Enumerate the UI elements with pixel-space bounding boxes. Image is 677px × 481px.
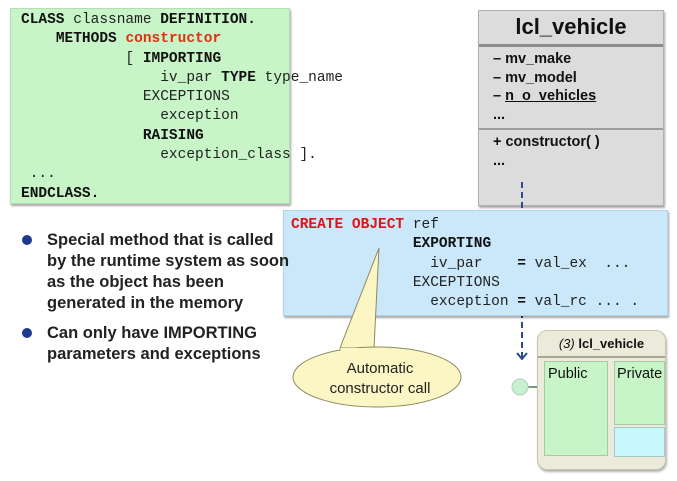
code-keyword: DEFINITION. xyxy=(160,12,256,28)
arrow-down-icon xyxy=(516,352,528,360)
code-line: ... xyxy=(21,165,289,184)
bullet-dot-icon xyxy=(22,235,32,245)
class-definition-code-box: CLASS classname DEFINITION. METHODS cons… xyxy=(10,8,343,204)
code-keyword: = xyxy=(517,294,526,311)
uml-method: + constructor( ) xyxy=(493,134,600,150)
bullet-dot-icon xyxy=(22,328,32,338)
code-line: METHODS constructor xyxy=(21,30,289,49)
code-keyword: IMPORTING xyxy=(142,50,222,67)
attribute-name: mv_make xyxy=(505,51,572,67)
code-line: RAISING xyxy=(21,127,289,146)
object-public-section: Public xyxy=(544,361,608,456)
visibility-private: – xyxy=(493,51,506,67)
code-keyword: RAISING xyxy=(142,127,204,144)
code-text: ... xyxy=(21,166,56,183)
object-class-name: lcl_vehicle xyxy=(578,336,645,351)
uml-method-more: ... xyxy=(493,152,506,169)
code-keyword: constructor xyxy=(125,31,222,48)
private-label: Private xyxy=(617,366,663,382)
code-text: ref xyxy=(404,217,439,233)
code-line: EXCEPTIONS xyxy=(291,274,667,293)
bullet-item: Special method that is called by the run… xyxy=(22,230,292,314)
object-private-static-section xyxy=(614,427,665,457)
visibility-private: – xyxy=(493,69,506,86)
code-text: exception_class ]. xyxy=(21,147,317,164)
code-text: classname xyxy=(64,12,161,28)
uml-static-attribute: – n_o_vehicles xyxy=(493,87,663,106)
create-object-code-box: CREATE OBJECT ref EXPORTING iv_par = val… xyxy=(283,210,668,316)
code-line: exception xyxy=(21,107,289,126)
code-text: iv_par xyxy=(21,69,222,86)
code-text: [ xyxy=(21,50,143,67)
object-private-section: Private xyxy=(614,361,665,425)
code-keyword: TYPE xyxy=(221,69,256,86)
code-line: ENDCLASS. xyxy=(21,185,289,204)
code-keyword: EXPORTING xyxy=(412,236,492,253)
code-text: exception xyxy=(21,108,239,125)
code-text: iv_par xyxy=(291,255,518,272)
public-label: Public xyxy=(548,366,588,382)
code-text: EXCEPTIONS xyxy=(21,89,230,106)
visibility-private: – xyxy=(493,88,506,104)
code-line: exception = val_rc ... . xyxy=(291,293,667,312)
callout-text: Automatic constructor call xyxy=(305,359,455,399)
code-line: EXPORTING xyxy=(291,235,667,254)
attribute-name: mv_model xyxy=(505,69,577,86)
callout-line: constructor call xyxy=(329,380,431,397)
code-line: EXCEPTIONS xyxy=(21,88,289,107)
callout-line: Automatic xyxy=(346,360,414,377)
object-instance: (3) lcl_vehicle Public Private xyxy=(537,330,666,470)
object-title: (3) lcl_vehicle xyxy=(538,331,665,358)
code-keyword: CREATE OBJECT xyxy=(291,217,405,233)
bullet-item: Can only have IMPORTING parameters and e… xyxy=(22,323,292,365)
object-number: (3) xyxy=(558,336,575,351)
bullet-text: Special method that is called by the run… xyxy=(47,231,290,312)
code-text: val_ex ... xyxy=(525,255,631,272)
uml-class-name: lcl_vehicle xyxy=(479,11,663,47)
code-text: exception xyxy=(291,294,518,311)
code-line: CLASS classname DEFINITION. xyxy=(21,11,289,30)
uml-attribute: – mv_make xyxy=(493,50,663,69)
code-line: iv_par TYPE type_name xyxy=(21,69,343,88)
code-line: exception_class ]. xyxy=(21,146,317,165)
uml-attribute: – mv_model xyxy=(493,69,663,88)
bullet-text: Can only have IMPORTING parameters and e… xyxy=(47,324,261,363)
bullet-list: Special method that is called by the run… xyxy=(22,230,292,374)
ellipsis: ... xyxy=(493,106,506,123)
code-line: CREATE OBJECT ref xyxy=(291,216,667,235)
code-keyword: = xyxy=(517,255,526,272)
code-keyword: CLASS xyxy=(21,12,65,28)
code-keyword: ENDCLASS. xyxy=(21,185,100,202)
uml-class-box: lcl_vehicle – mv_make – mv_model – n_o_v… xyxy=(478,10,664,206)
attribute-name: n_o_vehicles xyxy=(505,88,597,104)
code-text xyxy=(21,31,56,47)
code-keyword: METHODS xyxy=(55,31,117,48)
uml-methods: + constructor( ) ... xyxy=(479,130,663,170)
code-text: EXCEPTIONS xyxy=(291,274,500,291)
code-line: iv_par = val_ex ... xyxy=(291,255,667,274)
code-text xyxy=(21,128,143,144)
uml-attributes: – mv_make – mv_model – n_o_vehicles ... xyxy=(479,47,663,130)
uml-attribute-more: ... xyxy=(493,106,663,125)
code-text: val_rc ... . xyxy=(525,294,640,311)
code-text: type_name xyxy=(255,69,343,86)
code-line: [ IMPORTING xyxy=(21,50,289,69)
callout-balloon xyxy=(292,247,462,408)
